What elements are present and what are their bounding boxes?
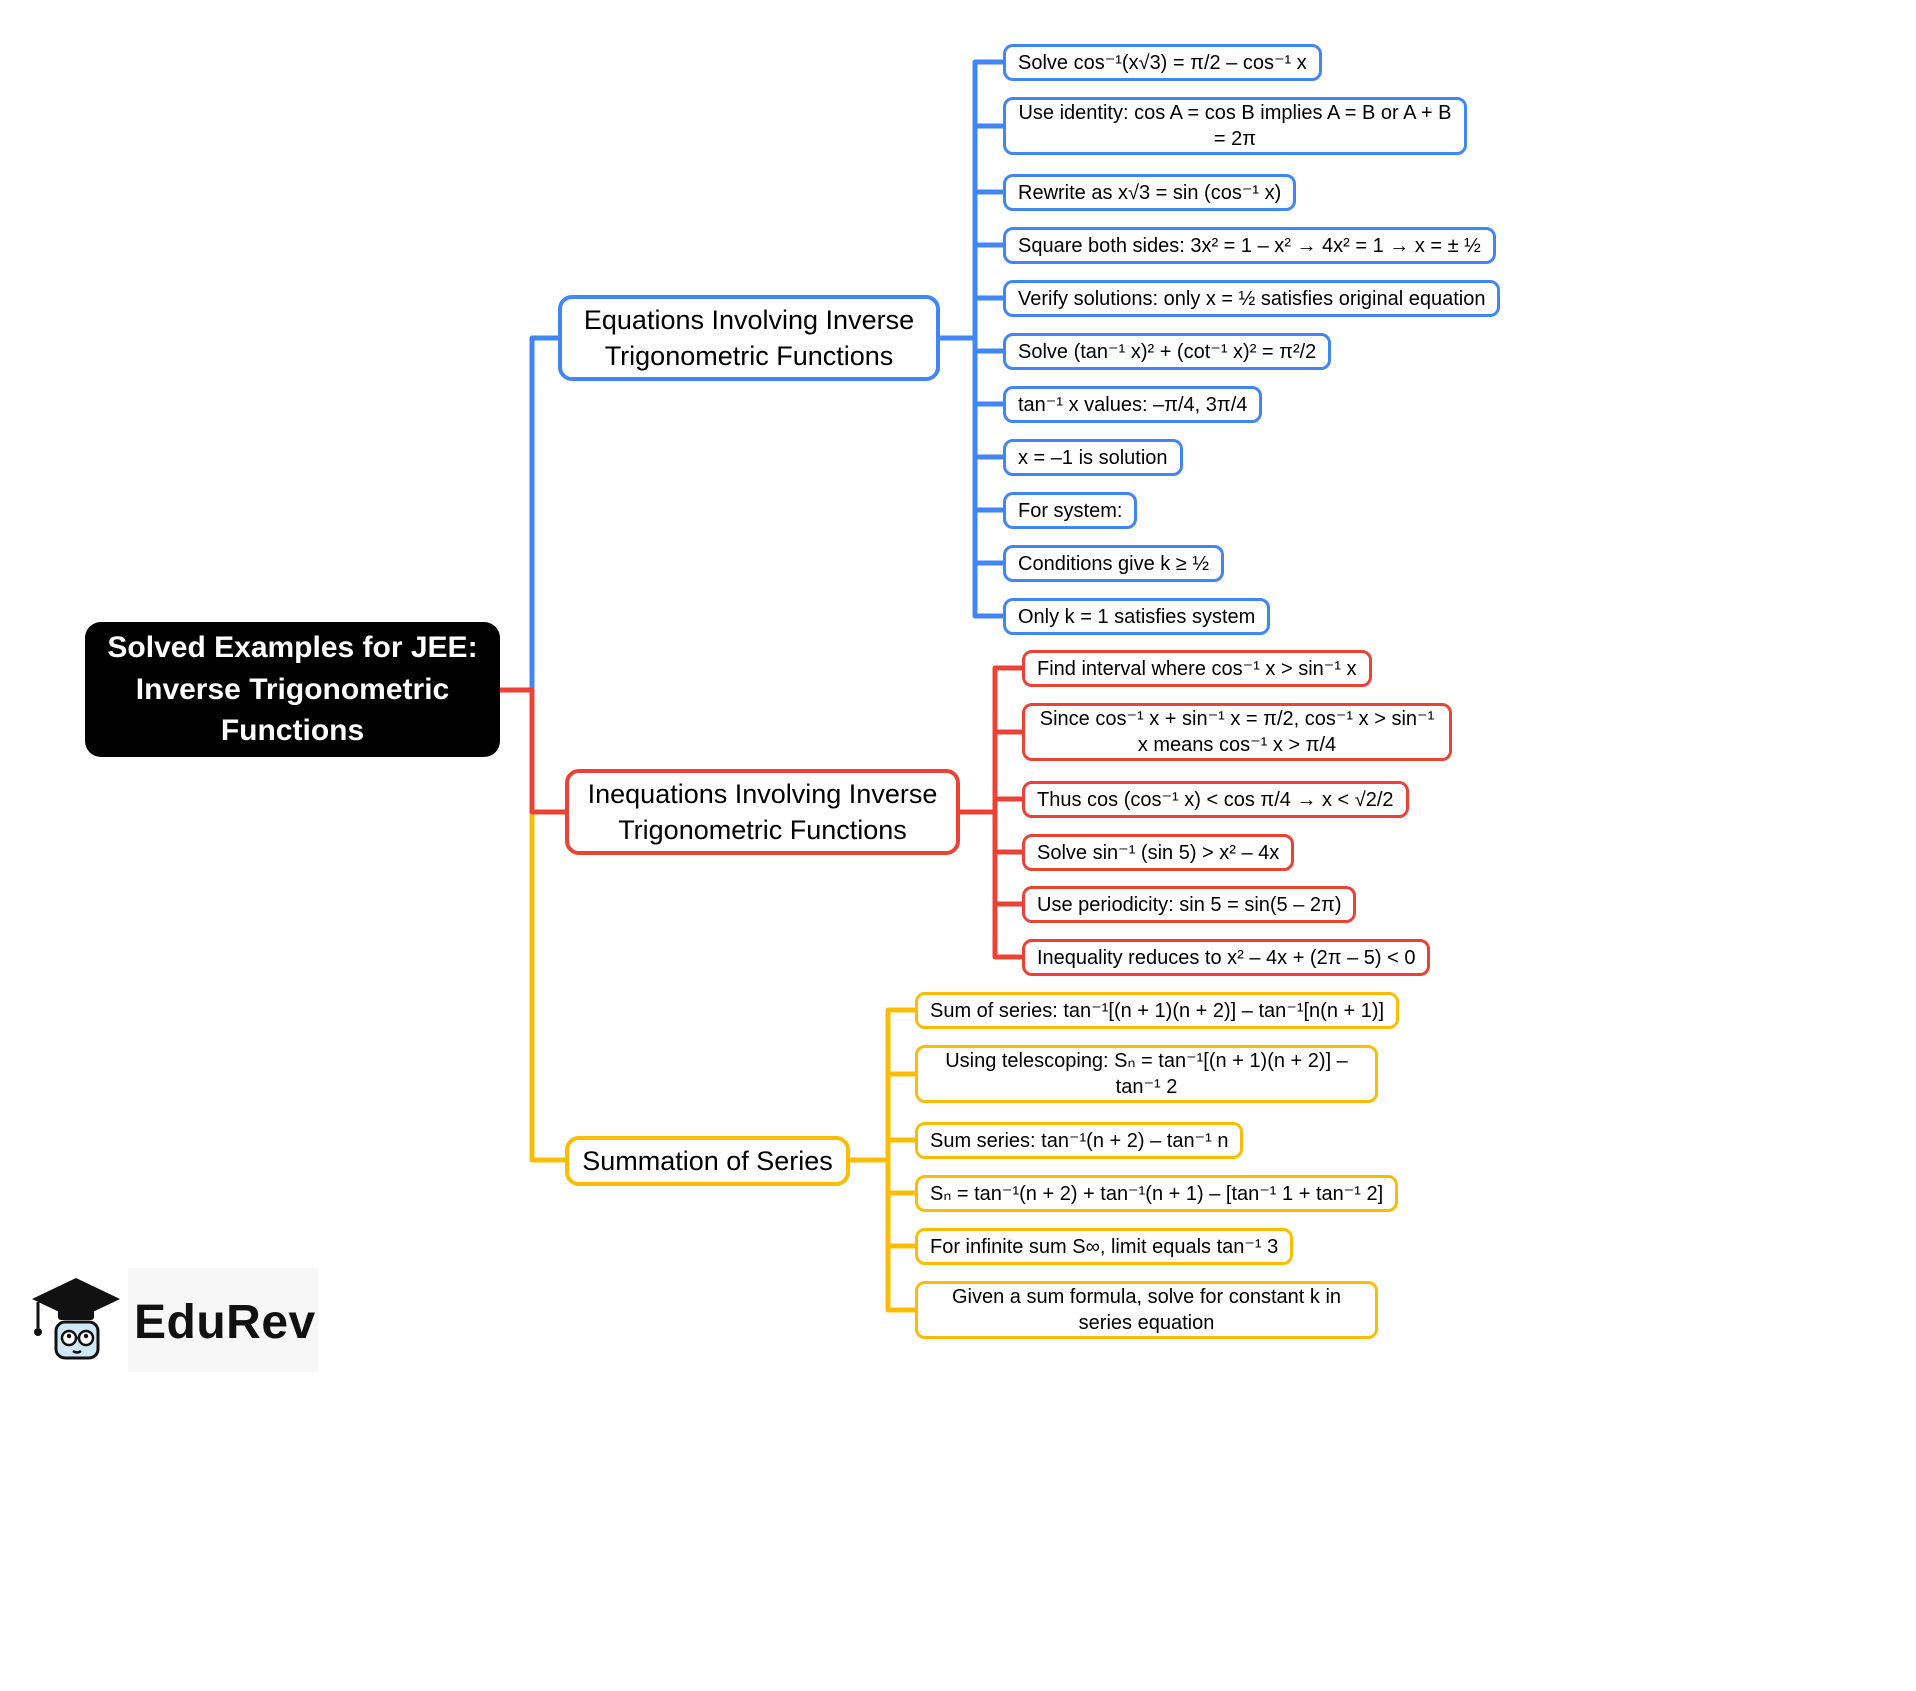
leaf-inequations-4: Solve sin⁻¹ (sin 5) > x² – 4x	[1022, 834, 1295, 871]
leaf-equations-10: Conditions give k ≥ ½	[1003, 545, 1225, 582]
branch-summation: Summation of Series	[565, 1136, 850, 1186]
leaf-inequations-5: Use periodicity: sin 5 = sin(5 – 2π)	[1022, 886, 1357, 923]
leaf-summation-3: Sum series: tan⁻¹(n + 2) – tan⁻¹ n	[915, 1122, 1244, 1159]
leaf-summation-2: Using telescoping: Sₙ = tan⁻¹[(n + 1)(n …	[915, 1045, 1378, 1103]
leaf-equations-7: tan⁻¹ x values: –π/4, 3π/4	[1003, 386, 1263, 423]
branch-equations: Equations Involving Inverse Trigonometri…	[558, 295, 940, 381]
graduation-cap-icon	[32, 1278, 120, 1360]
leaf-summation-5: For infinite sum S∞, limit equals tan⁻¹ …	[915, 1228, 1294, 1265]
connector-equations-leaves	[937, 59, 1008, 619]
leaf-equations-3: Rewrite as x√3 = sin (cos⁻¹ x)	[1003, 174, 1297, 211]
leaf-summation-6: Given a sum formula, solve for constant …	[915, 1281, 1378, 1339]
leaf-equations-5: Verify solutions: only x = ½ satisfies o…	[1003, 280, 1501, 317]
leaf-equations-4: Square both sides: 3x² = 1 – x² → 4x² = …	[1003, 227, 1496, 264]
branch-inequations: Inequations Involving Inverse Trigonomet…	[565, 769, 960, 855]
edurev-logo-text: EduRev	[134, 1295, 316, 1349]
edurev-logo: EduRev	[28, 1272, 316, 1372]
leaf-summation-4: Sₙ = tan⁻¹(n + 2) + tan⁻¹(n + 1) – [tan⁻…	[915, 1175, 1399, 1212]
leaf-equations-6: Solve (tan⁻¹ x)² + (cot⁻¹ x)² = π²/2	[1003, 333, 1332, 370]
logo-backdrop	[128, 1268, 318, 1372]
leaf-inequations-2: Since cos⁻¹ x + sin⁻¹ x = π/2, cos⁻¹ x >…	[1022, 703, 1452, 761]
leaf-inequations-6: Inequality reduces to x² – 4x + (2π – 5)…	[1022, 939, 1431, 976]
leaf-inequations-3: Thus cos (cos⁻¹ x) < cos π/4 → x < √2/2	[1022, 781, 1409, 818]
leaf-equations-2: Use identity: cos A = cos B implies A = …	[1003, 97, 1467, 155]
leaf-equations-11: Only k = 1 satisfies system	[1003, 598, 1271, 635]
leaf-equations-9: For system:	[1003, 492, 1138, 529]
connector-root-equations	[497, 335, 563, 693]
leaf-inequations-1: Find interval where cos⁻¹ x > sin⁻¹ x	[1022, 650, 1372, 687]
leaf-equations-8: x = –1 is solution	[1003, 439, 1183, 476]
leaf-equations-1: Solve cos⁻¹(x√3) = π/2 – cos⁻¹ x	[1003, 44, 1322, 81]
connector-root-summation	[497, 687, 570, 1163]
leaf-summation-1: Sum of series: tan⁻¹[(n + 1)(n + 2)] – t…	[915, 992, 1400, 1029]
root-node: Solved Examples for JEE: Inverse Trigono…	[85, 622, 500, 757]
connector-root-inequations	[497, 687, 570, 815]
connector-inequations-leaves	[957, 665, 1027, 960]
connector-summation-leaves	[847, 1007, 920, 1313]
